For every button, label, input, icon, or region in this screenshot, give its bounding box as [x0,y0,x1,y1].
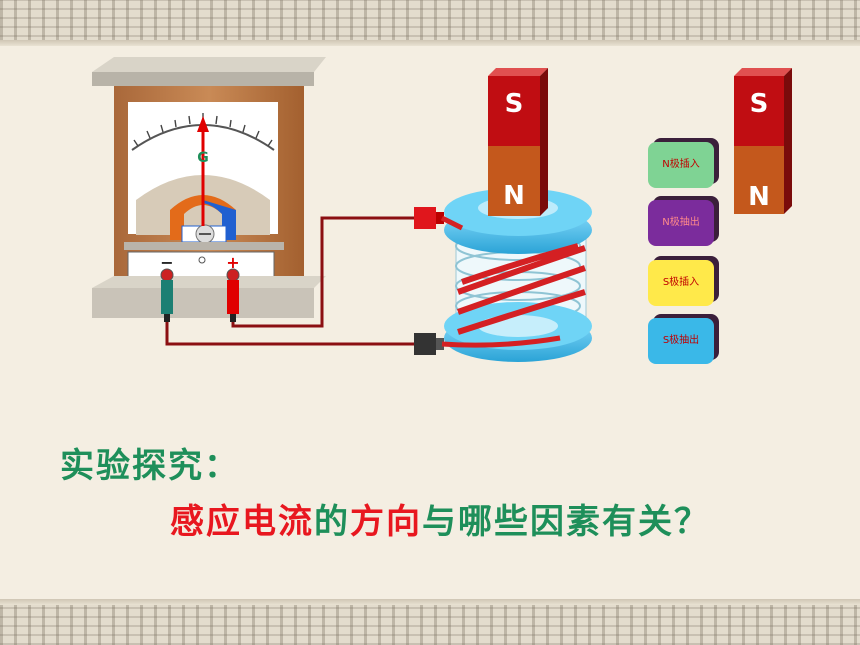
title-part-induced-current: 感应电流 [170,502,314,542]
bar-magnet-side[interactable] [734,68,792,214]
button-s-insert-label: S极插入 [662,277,700,288]
meter-plus-label: + [226,253,239,272]
meter-symbol: G [197,150,209,166]
meter-minus-label: − [160,253,173,272]
decorative-border-bottom [0,599,860,645]
decorative-border-top [0,0,860,46]
title-heading: 实验探究： [60,446,240,486]
magnet-main-north-label: N [503,181,525,211]
experiment-diagram: G − + [92,57,792,362]
circuit-wires [165,216,414,346]
title-question: 感应电流的方向与哪些因素有关？ [170,494,710,543]
coil-terminal-top [414,207,436,229]
bar-magnet-main [488,68,548,216]
magnet-side-north-label: N [748,182,770,212]
magnet-main-south-label: S [505,89,524,119]
button-n-extract-label: N极抽出 [662,217,700,228]
button-s-insert[interactable]: S极插入 [648,260,714,306]
button-n-insert[interactable]: N极插入 [648,142,714,188]
coil [440,188,592,362]
button-n-extract[interactable]: N极抽出 [648,200,714,246]
title-part-direction: 方向 [350,502,422,542]
button-n-insert-label: N极插入 [662,159,700,170]
title-part-factors: 与哪些因素有关？ [422,502,710,542]
button-s-extract-label: S极抽出 [662,335,700,346]
button-s-extract[interactable]: S极抽出 [648,318,714,364]
title-part-de: 的 [314,502,350,542]
galvanometer [92,57,326,322]
magnet-side-south-label: S [750,89,769,119]
coil-terminal-bottom [414,333,436,355]
